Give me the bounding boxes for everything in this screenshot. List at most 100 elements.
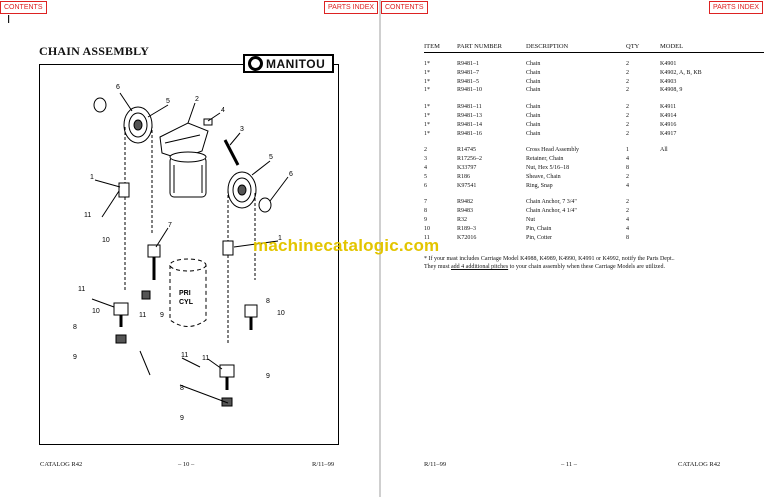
table-cell-part: R9481–10: [457, 87, 483, 94]
callout-11d: 11: [181, 352, 188, 359]
table-cell-part: R9481–1: [457, 61, 480, 67]
contents-button[interactable]: CONTENTS: [0, 1, 47, 14]
table-cell-desc: Pin, Chain: [526, 225, 552, 232]
table-cell-part: R9483: [457, 208, 474, 215]
table-cell-model: All: [660, 147, 668, 154]
table-cell-qty: 2: [626, 173, 629, 180]
note-line-2: They must add 4 additional pitches to yo…: [424, 264, 665, 270]
callout-11e: 11: [202, 355, 209, 362]
table-cell-desc: Chain: [526, 61, 541, 67]
table-cell-desc: Chain: [526, 130, 541, 137]
table-cell-model: K4903: [660, 78, 677, 85]
table-cell-item: 4: [424, 165, 427, 171]
table-cell-model: K4914: [660, 113, 677, 119]
header-qty: QTY: [626, 43, 640, 50]
callout-7: 7: [168, 222, 172, 229]
callout-5b: 5: [269, 154, 273, 161]
table-cell-part: K33797: [457, 165, 477, 171]
table-cell-part: R9481–14: [457, 121, 483, 128]
footer-page-number-left: – 10 –: [178, 461, 195, 468]
parts-index-button[interactable]: PARTS INDEX: [324, 1, 379, 14]
carriage-note: * If your mast includes Carriage Model K…: [424, 255, 759, 271]
table-cell-desc: Chain Anchor, 4 1/4": [526, 208, 577, 215]
table-cell-model: K4908, 9: [660, 87, 683, 94]
callout-9d: 9: [266, 373, 270, 380]
page-title: CHAIN ASSEMBLY: [39, 44, 150, 58]
callout-8c: 8: [180, 385, 184, 392]
contents-button-right[interactable]: CONTENTS: [381, 1, 428, 14]
table-cell-qty: 8: [626, 234, 629, 241]
table-cell-desc: Pin, Cotter: [526, 234, 553, 241]
table-cell-item: 5: [424, 173, 427, 180]
table-cell-qty: 2: [626, 208, 629, 215]
table-cell-part: R9481–7: [457, 69, 480, 76]
table-cell-part: R9481–11: [457, 104, 482, 111]
table-cell-model: K4901: [660, 61, 677, 67]
callout-2: 2: [195, 96, 199, 103]
table-cell-desc: Chain: [526, 121, 541, 128]
footer-date-left: R/11–99: [312, 461, 335, 468]
callout-6b: 6: [289, 171, 293, 178]
table-cell-desc: Chain: [526, 113, 541, 119]
table-cell-model: K4916: [660, 121, 677, 128]
table-cell-qty: 1: [626, 147, 629, 154]
table-cell-part: K97541: [457, 182, 477, 189]
parts-index-button-right[interactable]: PARTS INDEX: [709, 1, 764, 14]
table-cell-part: R9481–16: [457, 130, 483, 137]
table-cell-model: K4911: [660, 104, 677, 111]
table-cell-item: 1*: [424, 113, 430, 119]
table-cell-item: 6: [424, 182, 427, 189]
callout-9b: 9: [160, 312, 164, 319]
table-cell-desc: Chain Anchor, 7 3/4": [526, 199, 577, 206]
table-cell-desc: Ring, Snap: [526, 182, 553, 189]
callout-8: 8: [73, 324, 77, 331]
table-cell-qty: 4: [626, 156, 629, 163]
header-description: DESCRIPTION: [526, 43, 569, 50]
table-cell-part: R32: [457, 217, 468, 223]
table-cell-desc: Retainer, Chain: [526, 156, 564, 163]
table-cell-desc: Chain: [526, 78, 541, 85]
callout-11: 11: [84, 212, 91, 219]
table-cell-item: 1*: [424, 130, 430, 137]
table-cell-qty: 4: [626, 225, 629, 232]
table-cell-item: 11: [424, 234, 430, 241]
table-cell-qty: 4: [626, 182, 629, 189]
callout-1: 1: [90, 174, 94, 181]
table-cell-part: R9482: [457, 199, 474, 206]
table-cell-qty: 2: [626, 199, 629, 206]
table-cell-part: R9481–5: [457, 78, 480, 85]
cylinder-label-line2: CYL: [179, 299, 194, 306]
table-cell-desc: Nut: [526, 217, 535, 223]
table-cell-desc: Chain: [526, 69, 541, 76]
callout-10c: 10: [277, 310, 285, 317]
callout-9: 9: [73, 354, 77, 361]
footer-catalog-right: CATALOG R42: [678, 461, 721, 468]
table-cell-item: 9: [424, 217, 427, 223]
table-cell-model: K4902, A, B, KB: [660, 69, 702, 76]
footer-catalog-left: CATALOG R42: [40, 461, 83, 468]
table-cell-qty: 4: [626, 217, 629, 223]
header-part-number: PART NUMBER: [457, 43, 502, 50]
table-cell-desc: Cross Head Assembly: [526, 147, 579, 154]
table-cell-item: 1*: [424, 61, 430, 67]
text-cursor-icon: I: [7, 13, 11, 26]
table-cell-qty: 2: [626, 130, 629, 137]
table-cell-item: 7: [424, 199, 427, 206]
table-cell-item: 8: [424, 208, 427, 215]
header-rule: [424, 52, 764, 53]
table-cell-item: 10: [424, 225, 430, 232]
table-cell-item: 2: [424, 147, 427, 154]
table-cell-qty: 2: [626, 121, 629, 128]
callout-3: 3: [240, 126, 244, 133]
table-cell-qty: 2: [626, 113, 629, 119]
table-cell-qty: 2: [626, 69, 629, 76]
table-cell-item: 1*: [424, 121, 430, 128]
callout-1b: 1: [278, 235, 282, 242]
table-cell-qty: 2: [626, 104, 629, 111]
callout-4: 4: [221, 107, 225, 114]
note-emphasis: add 4 additional pitches: [451, 264, 509, 270]
table-cell-item: 1*: [424, 87, 430, 94]
cylinder-label-line1: PRI: [179, 290, 191, 297]
table-cell-part: R189–3: [457, 225, 477, 232]
header-model: MODEL: [660, 43, 684, 50]
